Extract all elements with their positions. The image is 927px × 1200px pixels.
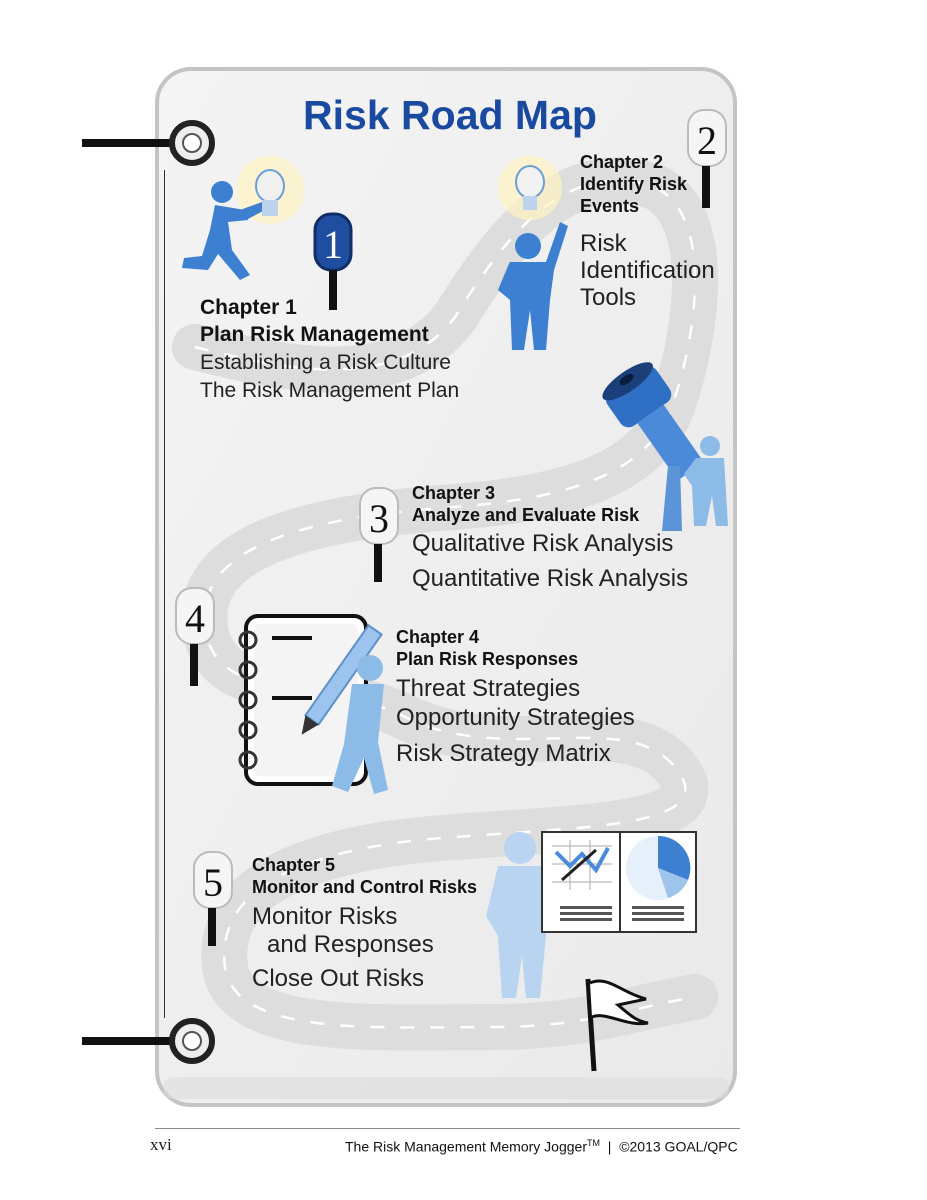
page-title: Risk Road Map — [303, 92, 597, 138]
card-spine-line — [164, 170, 165, 1018]
chapter-1-heading: Chapter 1 Plan Risk Management — [200, 296, 429, 346]
chapter-2-topics: Risk Identification Tools — [580, 230, 715, 311]
lightbulb-icon — [255, 169, 285, 216]
presentation-board-icon — [486, 831, 697, 998]
svg-text:3: 3 — [369, 496, 389, 541]
milestone-marker-4: 4 — [175, 587, 215, 686]
milestone-marker-3: 3 — [359, 487, 399, 582]
list-item: Quantitative Risk Analysis — [412, 565, 689, 592]
svg-text:5: 5 — [203, 860, 223, 905]
chapter-5-heading: Chapter 5 Monitor and Control Risks — [252, 855, 477, 897]
milestone-marker-1: 1 — [313, 212, 353, 310]
chapter-1-topics: Establishing a Risk Culture The Risk Man… — [200, 349, 459, 405]
list-item: Identification — [580, 257, 715, 284]
chapter-4-topics: Threat Strategies Opportunity Strategies… — [396, 674, 635, 768]
telescope-icon — [602, 362, 728, 531]
chapter-3-heading: Chapter 3 Analyze and Evaluate Risk — [412, 483, 640, 525]
svg-text:1: 1 — [323, 222, 343, 267]
notepad-icon — [238, 614, 388, 794]
svg-text:2: 2 — [697, 118, 717, 163]
binder-ring-icon — [82, 1018, 215, 1064]
list-item: Qualitative Risk Analysis — [412, 530, 674, 557]
idea-figure-icon — [498, 156, 568, 350]
list-item: Risk Strategy Matrix — [396, 740, 611, 767]
list-item: Tools — [580, 284, 637, 311]
list-item: Monitor Risks — [252, 903, 398, 930]
chapter-3-topics: Qualitative Risk Analysis Quantitative R… — [412, 530, 688, 593]
list-item: Threat Strategies — [396, 675, 581, 702]
milestone-marker-2: 2 — [687, 109, 727, 208]
runner-figure-icon — [182, 156, 304, 280]
list-item: Close Out Risks — [252, 965, 425, 992]
chapter-5-topics: Monitor Risks and Responses Close Out Ri… — [252, 903, 434, 993]
page-number: xvi — [150, 1135, 172, 1154]
chapter-4-heading: Chapter 4 Plan Risk Responses — [396, 627, 579, 669]
lightbulb-icon — [515, 165, 545, 210]
list-item: The Risk Management Plan — [200, 379, 460, 402]
footer-rule — [155, 1128, 740, 1129]
footer-credit: The Risk Management Memory JoggerTM | ©2… — [345, 1138, 738, 1155]
list-item: Opportunity Strategies — [396, 704, 635, 731]
list-item: Risk — [580, 230, 627, 257]
finish-flag-icon — [585, 978, 649, 1072]
milestone-marker-5: 5 — [193, 851, 233, 946]
list-item: Establishing a Risk Culture — [200, 351, 451, 374]
chapter-2-heading: Chapter 2 Identify Risk Events — [580, 152, 688, 216]
list-item: and Responses — [267, 931, 434, 958]
svg-text:4: 4 — [185, 596, 205, 641]
binder-ring-icon — [82, 120, 215, 166]
